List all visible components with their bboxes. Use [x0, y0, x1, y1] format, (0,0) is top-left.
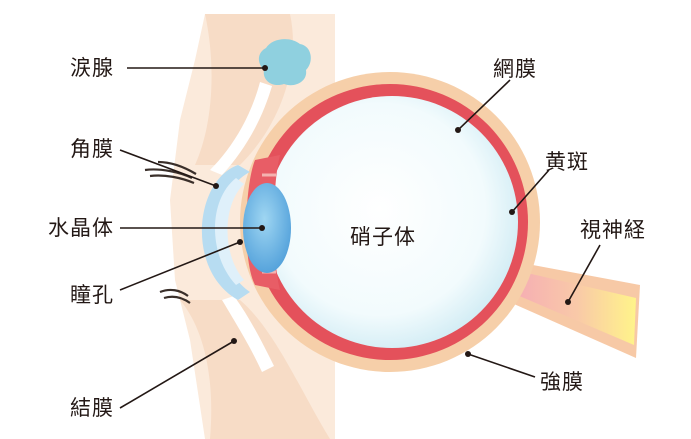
cornea-inner: [215, 178, 244, 285]
label-retina: 網膜: [493, 57, 537, 81]
lower-eyelid: [180, 300, 330, 439]
cornea-shape: [201, 165, 250, 300]
label-conjunctiva: 結膜: [70, 396, 114, 420]
label-vitreous-body: 硝子体: [350, 225, 416, 249]
leader-lines: [119, 67, 601, 409]
label-sclera: 強膜: [540, 370, 584, 394]
eyelashes-lower: [159, 288, 191, 304]
lacrimal-gland-shape: [258, 39, 311, 86]
lens-shape: [243, 183, 291, 273]
optic-nerve-core: [505, 268, 636, 345]
conjunctiva-upper: [210, 82, 272, 175]
vitreous-shape: [266, 96, 518, 348]
label-optic-nerve: 視神経: [580, 218, 646, 242]
label-pupil: 瞳孔: [70, 283, 114, 307]
conjunctiva-lower: [222, 296, 274, 372]
label-lens: 水晶体: [48, 216, 114, 240]
label-cornea: 角膜: [70, 137, 114, 161]
leader-dots: [213, 65, 571, 357]
label-macula: 黄斑: [545, 150, 589, 174]
label-lacrimal-gland: 涙腺: [70, 56, 114, 80]
